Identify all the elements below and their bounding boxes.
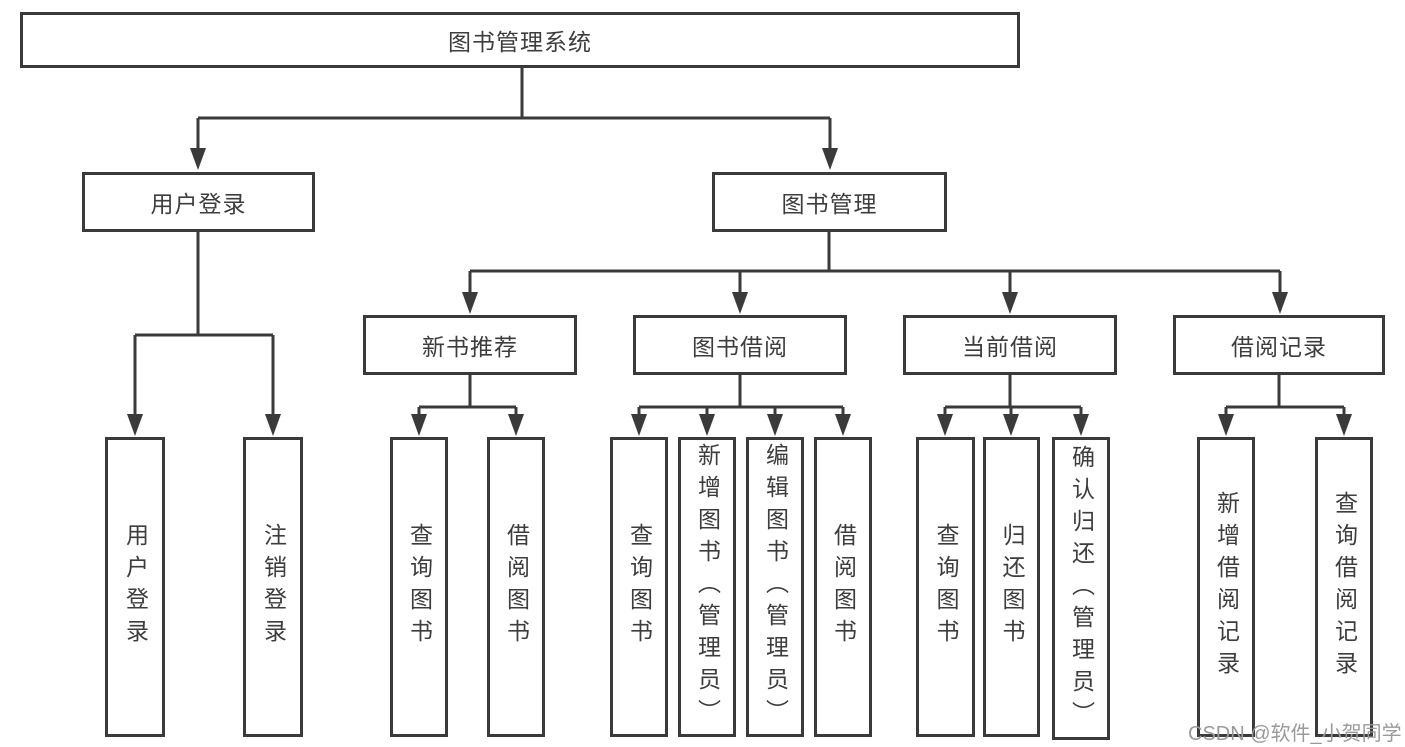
leaf-borrow-book: 借阅图书 xyxy=(814,437,872,737)
leaf-query-book-current-label: 查询图书 xyxy=(933,523,959,651)
leaf-user-login: 用户登录 xyxy=(105,437,165,737)
leaf-query-book-recommend: 查询图书 xyxy=(390,437,448,737)
node-book-borrow: 图书借阅 xyxy=(633,315,847,375)
leaf-query-book-current: 查询图书 xyxy=(916,437,975,737)
leaf-edit-book-admin: 编辑图书（管理员） xyxy=(746,437,804,737)
leaf-return-book-label: 归还图书 xyxy=(999,523,1025,651)
leaf-confirm-return-admin-label: 确认归还（管理员） xyxy=(1068,444,1095,733)
node-user-login: 用户登录 xyxy=(82,172,315,232)
leaf-query-book-recommend-label: 查询图书 xyxy=(406,523,433,651)
leaf-query-borrow-record-label: 查询借阅记录 xyxy=(1331,491,1358,683)
leaf-borrow-book-recommend: 借阅图书 xyxy=(487,437,545,737)
leaf-confirm-return-admin: 确认归还（管理员） xyxy=(1052,437,1110,740)
node-book-borrow-label: 图书借阅 xyxy=(692,334,788,360)
node-current-borrow: 当前借阅 xyxy=(903,315,1117,375)
leaf-logout-label: 注销登录 xyxy=(260,523,287,651)
node-borrow-record: 借阅记录 xyxy=(1173,315,1385,375)
leaf-borrow-book-label: 借阅图书 xyxy=(830,523,857,651)
leaf-query-borrow-record: 查询借阅记录 xyxy=(1315,437,1373,737)
node-user-login-label: 用户登录 xyxy=(150,191,247,217)
leaf-query-book-borrow-label: 查询图书 xyxy=(626,523,653,651)
watermark: CSDN @软件_小贺同学 xyxy=(1188,723,1402,745)
leaf-borrow-book-recommend-label: 借阅图书 xyxy=(503,523,530,651)
leaf-return-book: 归还图书 xyxy=(983,437,1040,737)
leaf-add-borrow-record-label: 新增借阅记录 xyxy=(1213,491,1240,683)
leaf-add-book-admin-label: 新增图书（管理员） xyxy=(694,443,721,731)
leaf-query-book-borrow: 查询图书 xyxy=(610,437,668,737)
leaf-add-borrow-record: 新增借阅记录 xyxy=(1197,437,1255,737)
node-current-borrow-label: 当前借阅 xyxy=(962,334,1058,360)
leaf-user-login-label: 用户登录 xyxy=(122,523,149,651)
node-book-management-label: 图书管理 xyxy=(781,191,878,217)
leaf-edit-book-admin-label: 编辑图书（管理员） xyxy=(762,443,789,731)
node-root: 图书管理系统 xyxy=(20,12,1020,68)
node-book-management: 图书管理 xyxy=(712,172,947,232)
leaf-add-book-admin: 新增图书（管理员） xyxy=(678,437,736,737)
node-new-book-recommend-label: 新书推荐 xyxy=(422,334,518,360)
node-root-label: 图书管理系统 xyxy=(448,29,592,55)
node-borrow-record-label: 借阅记录 xyxy=(1231,334,1327,360)
leaf-logout: 注销登录 xyxy=(243,437,303,737)
node-new-book-recommend: 新书推荐 xyxy=(363,315,577,375)
